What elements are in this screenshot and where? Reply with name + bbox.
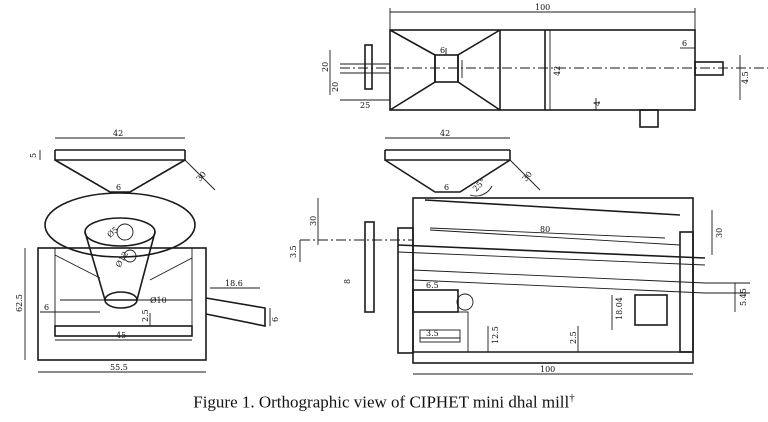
dim-front-bot-b: 12.5 bbox=[491, 326, 500, 344]
dim-side-outlet-b: 6 bbox=[271, 317, 280, 322]
dim-front-slant: 30 bbox=[521, 170, 534, 184]
dim-front-angle: 25° bbox=[471, 177, 487, 193]
figure-caption: Figure 1. Orthographic view of CIPHET mi… bbox=[0, 392, 768, 413]
dim-top-left-a: 20 bbox=[321, 62, 330, 72]
dim-front-left-b: 3.5 bbox=[289, 245, 298, 258]
dim-side-phi: Ø10 bbox=[150, 296, 167, 305]
dim-side-inner: 6 bbox=[44, 303, 49, 312]
dim-side-hub: Ø12 bbox=[114, 250, 130, 269]
side-view bbox=[24, 137, 271, 373]
side-hopper bbox=[54, 159, 186, 193]
dim-front-bot-a: 3.5 bbox=[426, 329, 439, 338]
caption-mark: † bbox=[569, 392, 575, 404]
top-view bbox=[329, 8, 768, 128]
dim-front-left-c: 8 bbox=[343, 279, 352, 284]
dim-top-left-b: 20 bbox=[331, 82, 340, 92]
dim-top-bottom-left: 25 bbox=[360, 101, 370, 110]
dim-side-base: 55.5 bbox=[110, 363, 128, 372]
drum-shaft-top bbox=[397, 244, 706, 259]
rotor-right-cone bbox=[457, 29, 501, 111]
dim-top-inner-a: 6 bbox=[440, 46, 445, 55]
caption-text: Figure 1. Orthographic view of CIPHET mi… bbox=[193, 392, 570, 412]
motor-left bbox=[412, 289, 459, 313]
dim-front-base: 100 bbox=[540, 365, 555, 374]
front-pulley bbox=[364, 221, 375, 313]
outlet-spout bbox=[639, 109, 659, 128]
dim-front-right-small: 5.45 bbox=[739, 288, 748, 306]
side-frame bbox=[37, 247, 207, 361]
front-view bbox=[299, 137, 750, 375]
dim-side-hopper-top: 42 bbox=[113, 129, 123, 138]
dim-top-shaft-end: 6 bbox=[682, 39, 687, 48]
dim-front-drum: 80 bbox=[540, 225, 550, 234]
dim-front-motor-h: 18.04 bbox=[615, 297, 624, 320]
dim-front-left-a: 30 bbox=[309, 216, 318, 226]
dim-side-base-inner: 45 bbox=[116, 331, 126, 340]
front-hopper bbox=[384, 159, 511, 193]
dim-top-hopper-height: 42 bbox=[553, 66, 562, 76]
drum-top bbox=[424, 199, 681, 216]
rotor-hub bbox=[434, 54, 459, 83]
dim-top-inner-b: 4 bbox=[593, 101, 602, 106]
dim-front-neck: 6 bbox=[444, 183, 449, 192]
dim-side-height-total: 62.5 bbox=[15, 294, 24, 312]
dim-front-bot-c: 2.5 bbox=[569, 331, 578, 344]
rotor-left-cone bbox=[389, 29, 436, 111]
dim-side-outlet-a: 18.6 bbox=[225, 279, 243, 288]
dim-top-length: 100 bbox=[535, 3, 550, 12]
side-outlet-chute bbox=[205, 297, 266, 327]
motor-right bbox=[634, 294, 668, 326]
dim-front-motor-w: 6.5 bbox=[426, 281, 439, 290]
side-housing-ellipse bbox=[44, 192, 196, 258]
dim-side-hopper-h: 5 bbox=[29, 153, 38, 158]
front-left-bearing bbox=[397, 227, 414, 354]
side-base-plate bbox=[54, 325, 193, 337]
dim-front-right-h: 30 bbox=[715, 228, 724, 238]
shaft-right-end bbox=[694, 61, 724, 76]
dim-side-neck: 6 bbox=[116, 183, 121, 192]
dim-side-small: 2.5 bbox=[141, 309, 150, 322]
dimension-labels: 100 6 42 20 20 25 4.5 6 4 42 5 6 30 Ø5 Ø… bbox=[15, 3, 750, 374]
pulley bbox=[364, 44, 373, 90]
dim-top-right: 4.5 bbox=[741, 71, 750, 84]
dim-front-hopper-top: 42 bbox=[440, 129, 450, 138]
